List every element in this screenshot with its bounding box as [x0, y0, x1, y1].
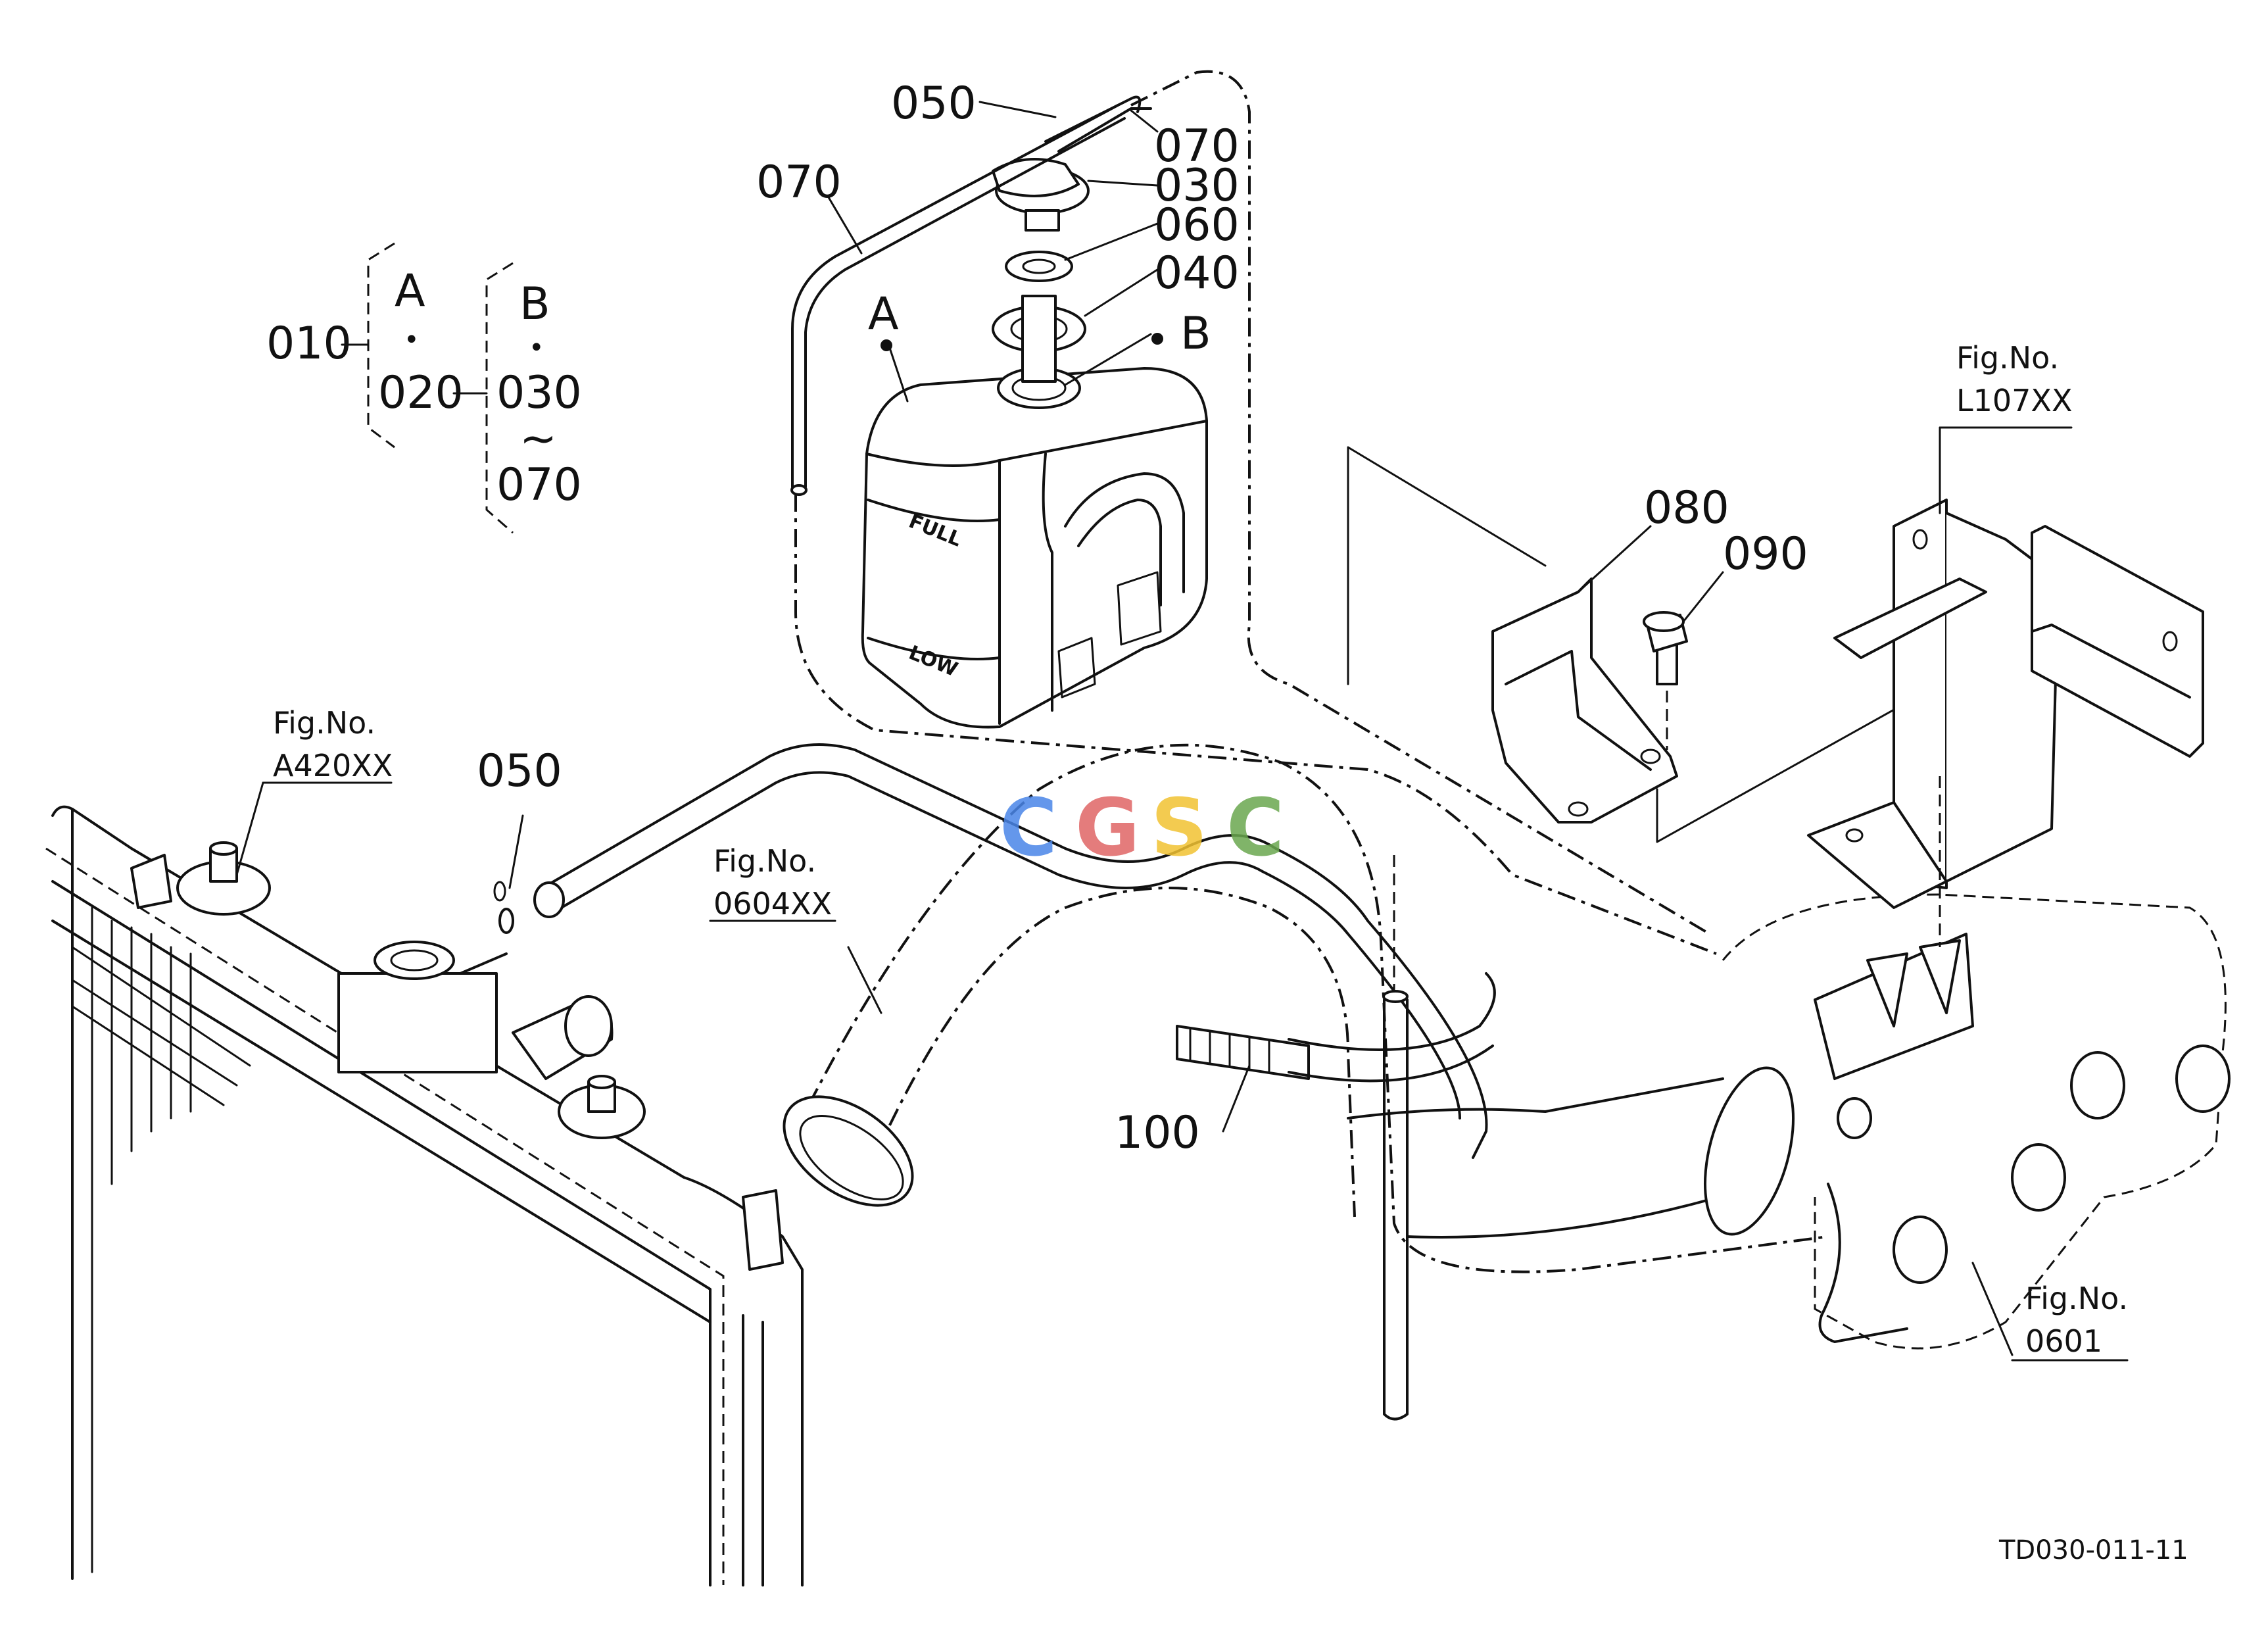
callout-mark-b: B [1180, 308, 1211, 360]
legend-tilde: ~ [519, 413, 557, 465]
legend-mark-b: B [519, 278, 550, 330]
reservoir-hose-050 [533, 743, 1488, 1159]
tank-cap-assembly [992, 158, 1090, 383]
watermark-letter: G [1075, 783, 1140, 874]
leader-lines [235, 101, 2014, 1356]
callout-050-top: 050 [891, 78, 977, 130]
legend-mark-a: A [395, 265, 425, 317]
bolt-090 [1643, 611, 1688, 750]
legend-dot-b: • [529, 333, 544, 363]
bracket-mount-outline [1347, 446, 1941, 843]
callouts: 050 070 030 060 040 070 A B 080 090 050 … [477, 78, 1808, 1159]
legend-010: 010 [266, 318, 352, 370]
legend-dot-a: • [404, 325, 420, 355]
cable-tie [1176, 972, 1496, 1083]
mark-a-dot [881, 339, 892, 351]
upper-radiator-hose [783, 743, 1829, 1273]
overflow-hose [790, 95, 1152, 496]
callout-100: 100 [1115, 1107, 1200, 1159]
legend-020: 020 [378, 367, 464, 419]
mark-b-dot [1151, 333, 1163, 345]
drawing-id: TD030-011-11 [1998, 1535, 2188, 1565]
legend-030: 030 [496, 367, 582, 419]
callout-070-right: 070 [1154, 120, 1240, 172]
drain-pipe [1382, 855, 1409, 1421]
watermark-letter: S [1151, 783, 1207, 874]
callout-070-left: 070 [756, 157, 842, 209]
callout-050-mid: 050 [477, 745, 562, 797]
manifold [1722, 893, 2231, 1350]
fig-ref-0601-label: Fig.No. [2025, 1281, 2128, 1316]
reservoir-tank: FULL LOW [861, 367, 1208, 729]
callout-080: 080 [1644, 482, 1729, 534]
fig-references: Fig.No. L107XX Fig.No. A420XX Fig.No. 06… [262, 340, 2129, 1362]
assembly-outline [794, 70, 1717, 955]
callout-040: 040 [1154, 247, 1240, 299]
fig-ref-0604-label: Fig.No. [713, 843, 816, 879]
callout-060: 060 [1154, 199, 1240, 251]
fig-ref-0601-code: 0601 [2025, 1323, 2102, 1359]
radiator [45, 805, 804, 1586]
watermark-letter: C [1000, 783, 1057, 874]
bracket-l107 [1807, 499, 2204, 947]
fig-ref-a420-code: A420XX [273, 748, 393, 783]
callout-030: 030 [1154, 160, 1240, 212]
callout-mark-a: A [868, 288, 899, 340]
fig-ref-0604-code: 0604XX [713, 886, 832, 922]
assembly-legend: 010 A • 020 B • 030 ~ 070 [266, 242, 582, 534]
legend-070: 070 [496, 459, 582, 511]
fig-ref-l107-code: L107XX [1956, 383, 2072, 418]
watermark-letter: C [1226, 783, 1284, 874]
fig-ref-l107-label: Fig.No. [1956, 340, 2059, 376]
fig-ref-a420-label: Fig.No. [273, 705, 375, 741]
callout-090: 090 [1723, 528, 1808, 580]
